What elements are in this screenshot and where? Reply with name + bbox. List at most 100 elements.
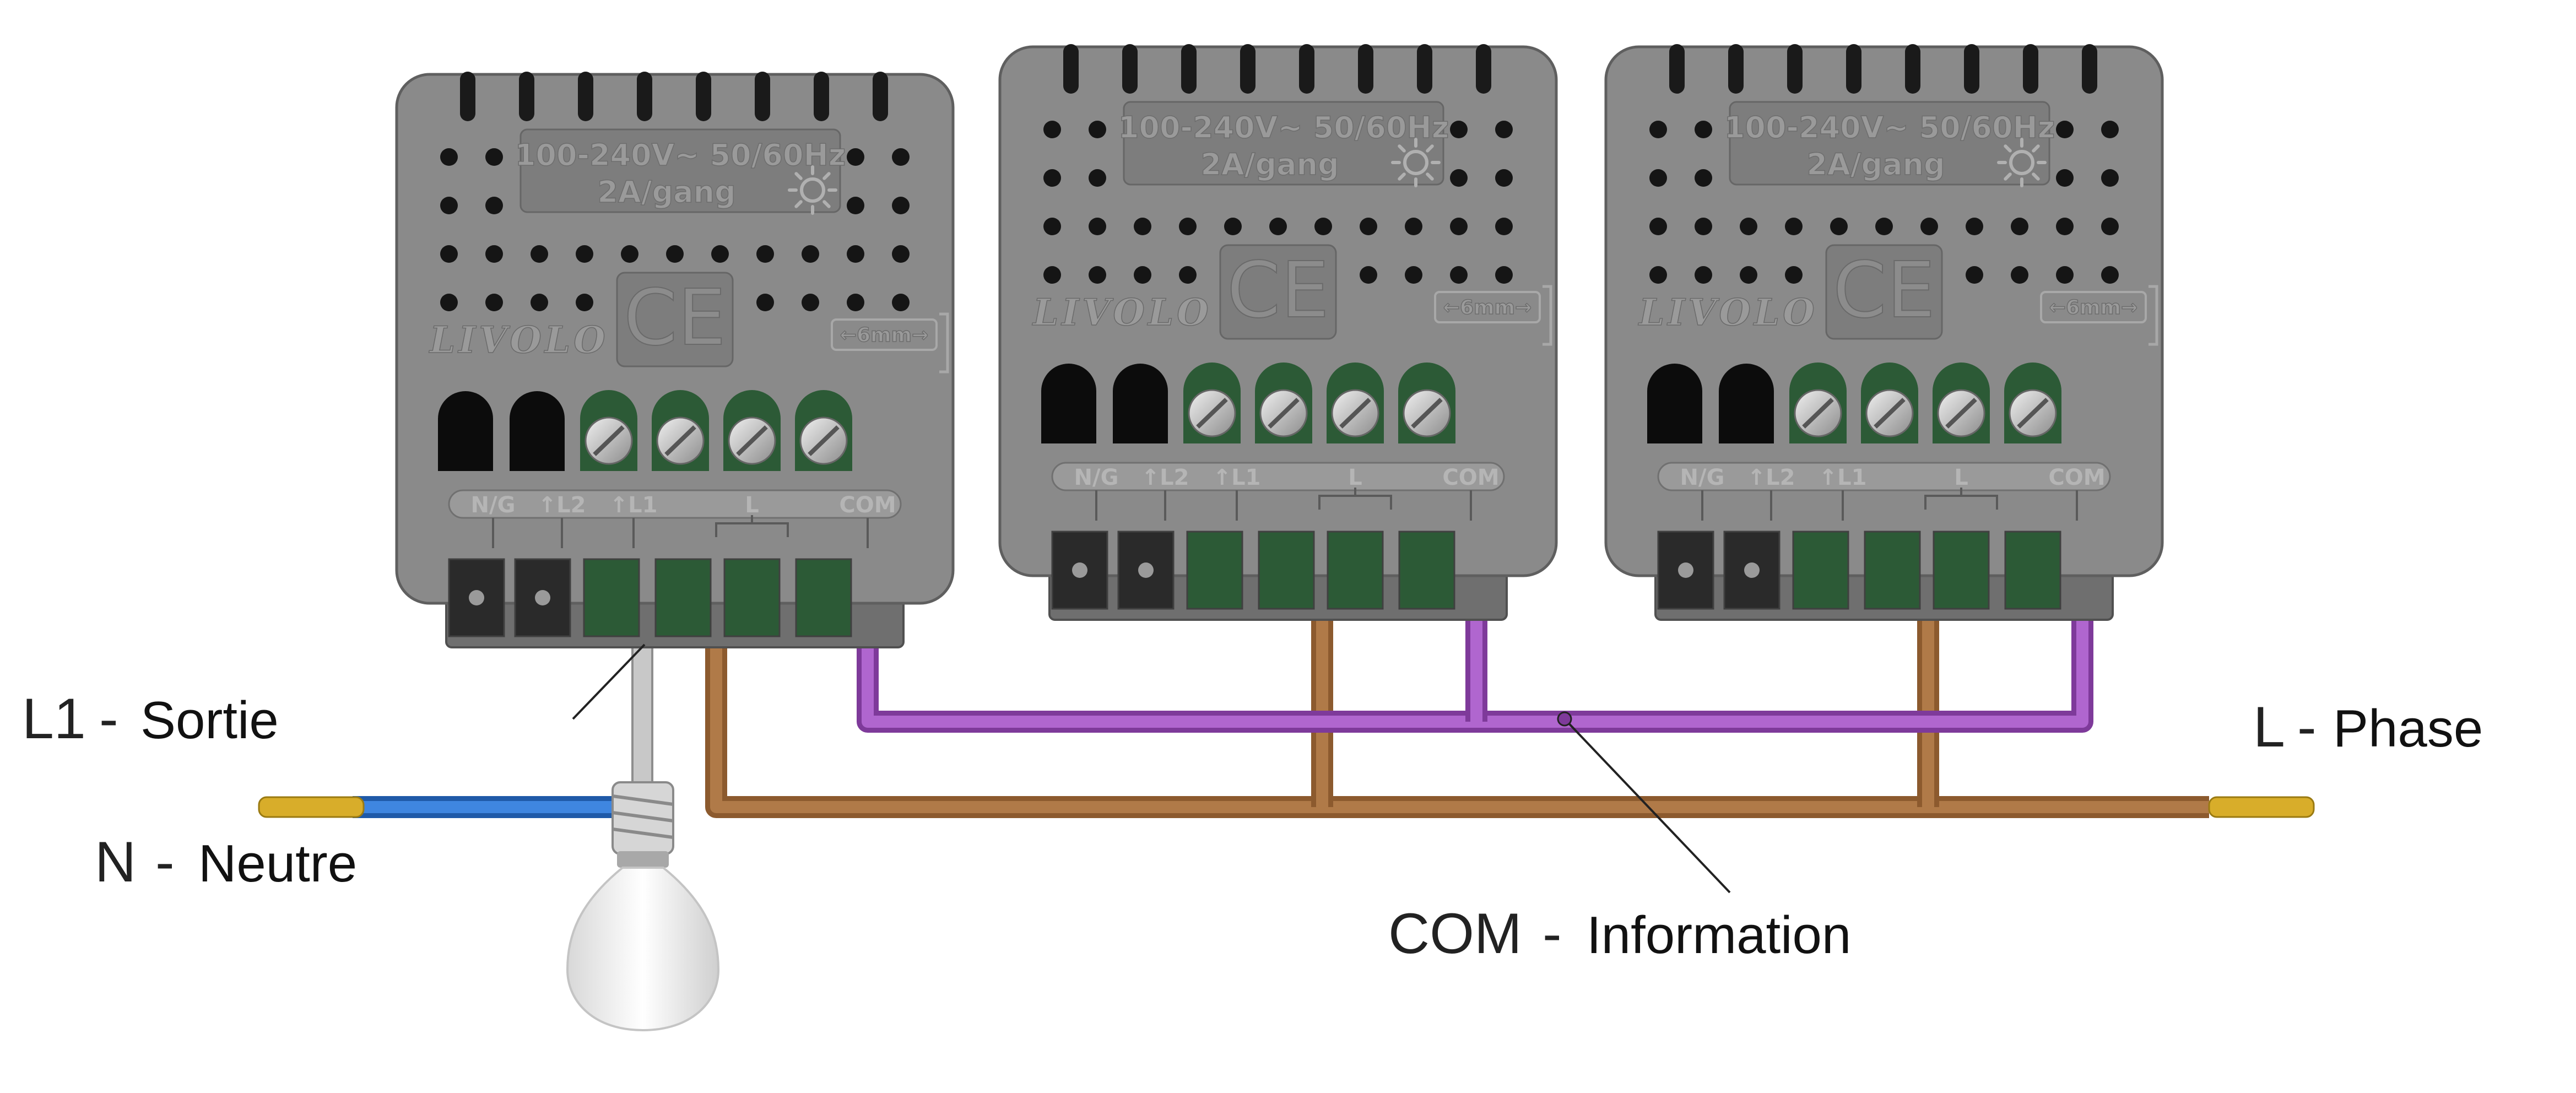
vent-hole (2056, 218, 2074, 235)
terminal-hole (1113, 364, 1168, 443)
vent-hole (2056, 266, 2074, 284)
vent-hole (1649, 169, 1667, 187)
vent-hole (666, 245, 684, 263)
label-l: L - Phase (2253, 695, 2483, 759)
vent-hole (847, 148, 864, 166)
vent-hole (1920, 218, 1938, 235)
vent-hole (711, 245, 729, 263)
rating-text: 100-240V~ 50/60Hz (1118, 110, 1449, 145)
vent-hole (1740, 266, 1757, 284)
ce-plate (616, 272, 734, 367)
vent-slot (1063, 44, 1079, 94)
strip-gauge (2040, 291, 2147, 323)
vent-hole (1966, 218, 1983, 235)
vent-hole (1405, 218, 1422, 235)
vent-hole (892, 294, 910, 311)
vent-hole (1495, 218, 1513, 235)
vent-hole (1966, 266, 1983, 284)
vent-slot (2082, 44, 2097, 94)
rating-plate (1123, 101, 1444, 186)
vent-hole (1695, 121, 1712, 138)
terminal-hole (438, 391, 493, 471)
vent-hole (1360, 266, 1377, 284)
clamp-slot (723, 558, 781, 637)
label-com: COM - Information (1388, 902, 1851, 966)
vent-hole (2011, 218, 2028, 235)
vent-slot (1299, 44, 1314, 94)
phase-wire (705, 600, 2209, 818)
brand-logo: LIVOLO (429, 318, 609, 361)
label-l-text: Phase (2333, 699, 2483, 758)
vent-slot (2023, 44, 2038, 94)
terminal-label: COM (1442, 465, 1499, 490)
terminal-label: ↑L1 (610, 493, 658, 518)
vent-hole (2011, 266, 2028, 284)
vent-hole (1179, 266, 1197, 284)
vent-hole (1043, 169, 1061, 187)
sun-icon (788, 165, 837, 215)
vent-slot (696, 72, 711, 121)
neutral-wire-end (258, 796, 365, 818)
label-n-text: Neutre (198, 834, 357, 893)
vent-hole (756, 245, 774, 263)
label-com-sep: - (1543, 902, 1562, 966)
vent-hole (892, 245, 910, 263)
ce-plate (1219, 244, 1337, 340)
strip-gauge (831, 318, 938, 351)
vent-hole (1695, 218, 1712, 235)
vent-hole (531, 294, 548, 311)
vent-slot (1122, 44, 1138, 94)
label-l-code: L (2253, 695, 2285, 759)
terminal-label: ↑L2 (538, 493, 586, 518)
vent-hole (2101, 121, 2119, 138)
vent-hole (1405, 266, 1422, 284)
vent-hole (1695, 266, 1712, 284)
clamp-slot (795, 558, 852, 637)
strip-gauge-text: ←6mm→ (2049, 296, 2137, 319)
vent-hole (756, 294, 774, 311)
terminal-label: ↑L2 (1747, 465, 1795, 490)
vent-slot (460, 72, 475, 121)
label-l1-sep: - (99, 687, 118, 751)
terminal-label: L (1348, 465, 1362, 490)
clamp-slot (1398, 531, 1455, 610)
terminal-label: N/G (1074, 465, 1119, 490)
vent-hole (1450, 169, 1468, 187)
terminal-label: L (745, 493, 759, 518)
vent-hole (2101, 169, 2119, 187)
vent-hole (1179, 218, 1197, 235)
vent-hole (847, 294, 864, 311)
label-com-text: Information (1587, 906, 1851, 965)
current-text: 2A/gang (1200, 147, 1339, 182)
vent-slot (1846, 44, 1861, 94)
label-n-code: N (95, 830, 136, 894)
vent-hole (1043, 218, 1061, 235)
vent-slot (755, 72, 770, 121)
label-l1: L1 - Sortie (22, 687, 279, 751)
strip-gauge-text: ←6mm→ (1443, 296, 1531, 319)
clamp-slot (1864, 531, 1921, 610)
terminal-label-bar (1051, 462, 1505, 491)
vent-hole (1830, 218, 1848, 235)
ce-mark: CE (624, 273, 726, 363)
vent-hole (440, 294, 458, 311)
strip-gauge-text: ←6mm→ (840, 324, 928, 347)
vent-hole (847, 245, 864, 263)
vent-hole (802, 294, 819, 311)
vent-hole (440, 197, 458, 214)
vent-slot (519, 72, 534, 121)
vent-hole (1495, 266, 1513, 284)
bulb-glass (566, 867, 720, 1032)
vent-slot (1728, 44, 1744, 94)
terminal-label: ↑L1 (1819, 465, 1867, 490)
vent-hole (1134, 218, 1151, 235)
clamp-slot (1327, 531, 1384, 610)
light-bulb (566, 781, 720, 1032)
vent-slot (1669, 44, 1685, 94)
com-pointer-line (1563, 718, 1731, 894)
vent-hole (1649, 266, 1667, 284)
terminal-label: ↑L2 (1141, 465, 1189, 490)
terminal-label: L (1954, 465, 1968, 490)
